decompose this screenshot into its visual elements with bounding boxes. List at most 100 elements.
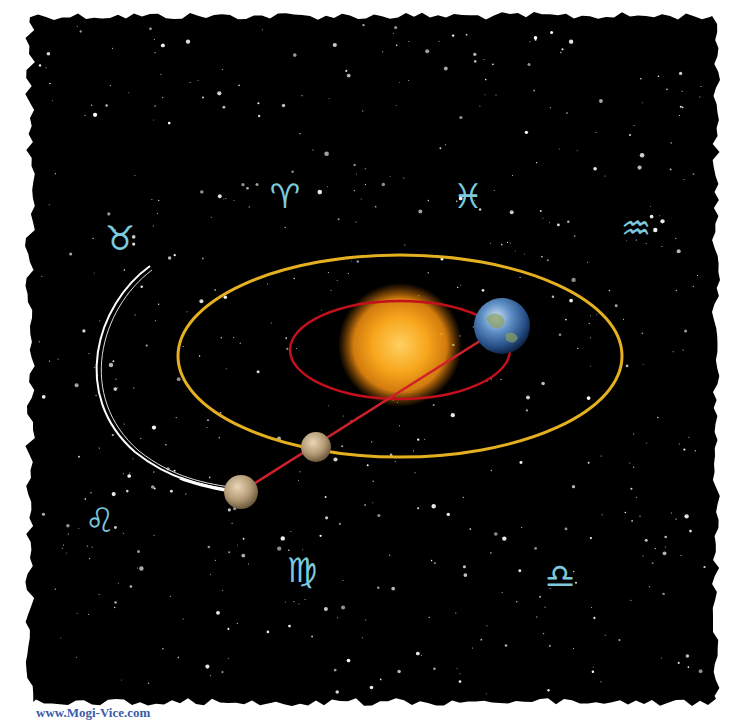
star [575,582,577,584]
star [88,614,89,615]
star [113,387,117,391]
star [686,654,690,658]
star [604,175,605,176]
star [262,29,263,30]
star [285,337,287,339]
star [249,206,250,207]
star [77,26,78,27]
star [473,326,474,327]
star [154,39,155,40]
star [494,532,498,536]
star [486,625,487,626]
star [311,636,313,638]
star [298,603,299,604]
star [557,224,560,227]
star [679,443,680,444]
zodiac-symbol: ♉ [105,221,135,255]
star [78,456,80,458]
star [89,353,90,354]
star [57,358,58,359]
star [520,461,523,464]
star [382,183,385,186]
star [334,669,337,672]
star [519,277,520,278]
star [267,631,270,634]
star [69,252,72,255]
star [347,74,351,78]
star [190,82,191,83]
star [541,382,545,386]
star [321,310,322,311]
star [186,40,190,44]
star [682,91,683,92]
star [153,119,154,120]
star [66,552,67,553]
star [300,471,301,472]
star [39,341,40,342]
star [255,183,258,186]
star [447,513,450,516]
star [365,619,366,620]
star [210,574,211,575]
star [661,657,662,658]
star [682,106,684,108]
star [636,497,637,498]
star [569,40,573,44]
star [403,178,404,179]
star [408,41,409,42]
star [133,387,134,388]
star [49,361,50,362]
star [495,94,496,95]
star [277,546,281,550]
star [466,34,468,36]
star [486,693,487,694]
star [573,648,574,649]
star [285,602,286,603]
star [512,175,513,176]
star [676,519,677,520]
star [501,244,503,246]
star [609,290,610,291]
star [684,329,687,332]
star [521,527,522,528]
star [569,299,573,303]
star [267,284,268,285]
star [645,539,648,542]
star [457,287,458,288]
star [341,445,343,447]
star [527,63,530,66]
star [60,638,61,639]
star [62,548,63,549]
star [507,242,508,243]
star [84,498,86,500]
star [55,588,56,589]
star [356,221,357,222]
star [655,548,656,549]
star [319,535,321,537]
star [641,332,643,334]
star [312,149,313,150]
star [567,221,569,223]
star [66,524,70,528]
star [114,607,115,608]
star [94,367,95,368]
star [149,27,152,30]
star [529,41,530,42]
star [662,593,664,595]
star [112,360,114,362]
star [52,100,53,101]
star [560,52,562,54]
star [110,85,111,86]
star [633,433,634,434]
star [305,599,306,600]
star [541,256,543,258]
star [91,105,92,106]
star [128,92,129,93]
star [549,222,550,223]
star [151,199,152,200]
star [161,43,165,47]
star [484,59,485,60]
star [629,134,631,136]
